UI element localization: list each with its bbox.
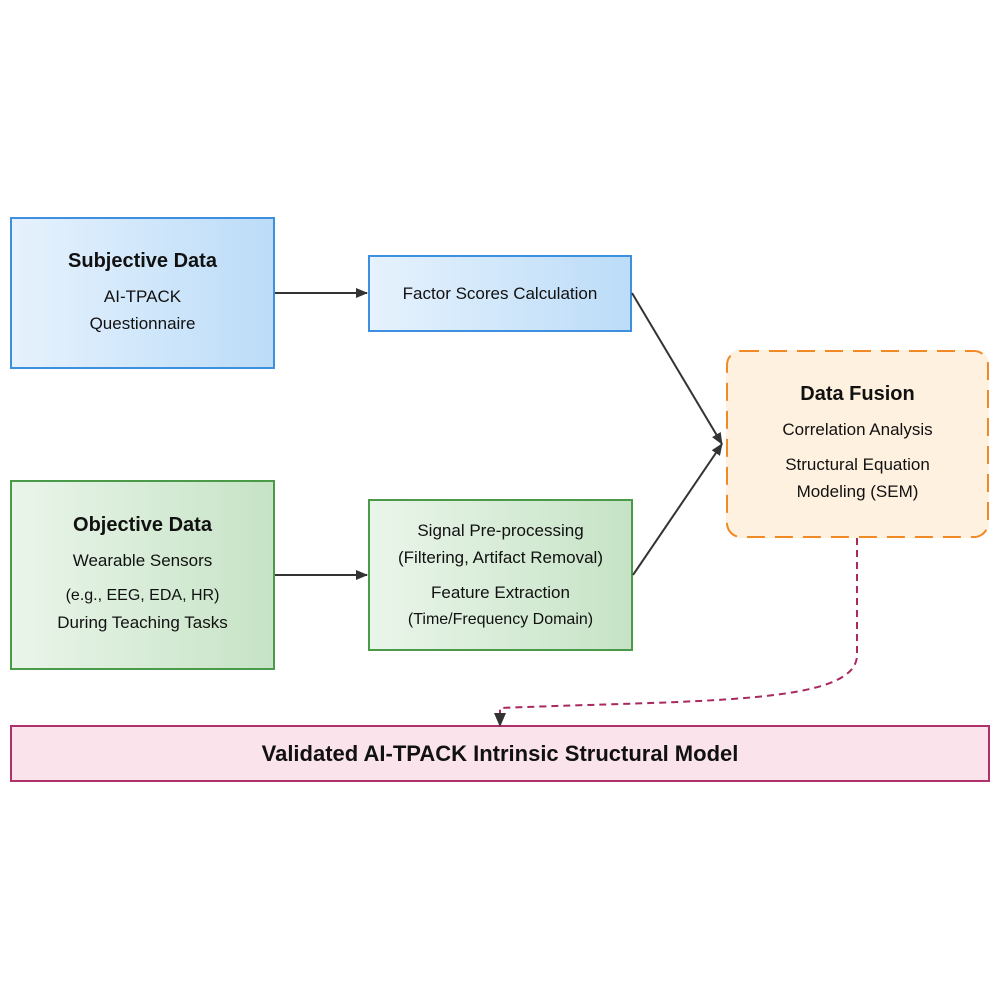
factor-scores-node: Factor Scores Calculation [368, 255, 632, 332]
objective-data-node: Objective Data Wearable Sensors (e.g., E… [10, 480, 275, 670]
signal-processing-line: (Time/Frequency Domain) [407, 611, 594, 628]
objective-data-line: Wearable Sensors [72, 551, 213, 570]
subjective-data-line: Questionnaire [89, 313, 196, 333]
validated-model-node: Validated AI-TPACK Intrinsic Structural … [10, 725, 990, 782]
signal-processing-node: Signal Pre-processing (Filtering, Artifa… [368, 499, 633, 651]
subjective-data-title: Subjective Data [68, 249, 217, 272]
arrow-signal-to-fusion [632, 443, 723, 576]
validated-model-title: Validated AI-TPACK Intrinsic Structural … [261, 740, 739, 766]
arrow-factor-to-fusion [631, 292, 723, 445]
subjective-data-line: AI-TPACK [103, 286, 182, 306]
data-fusion-line: Correlation Analysis [782, 420, 933, 439]
signal-processing-line: Feature Extraction [431, 583, 570, 602]
data-fusion-line: Modeling (SEM) [796, 482, 919, 501]
signal-processing-line: Signal Pre-processing [417, 521, 584, 540]
data-fusion-title: Data Fusion [800, 383, 915, 405]
objective-data-title: Objective Data [73, 514, 212, 536]
factor-scores-label: Factor Scores Calculation [402, 284, 598, 303]
data-fusion-node: Data Fusion Correlation Analysis Structu… [726, 350, 989, 538]
objective-data-line: (e.g., EEG, EDA, HR) [65, 587, 220, 604]
data-fusion-line: Structural Equation [785, 455, 930, 474]
subjective-data-node: Subjective Data AI-TPACK Questionnaire [10, 217, 275, 369]
signal-processing-line: (Filtering, Artifact Removal) [398, 548, 603, 567]
objective-data-line: During Teaching Tasks [57, 613, 228, 632]
